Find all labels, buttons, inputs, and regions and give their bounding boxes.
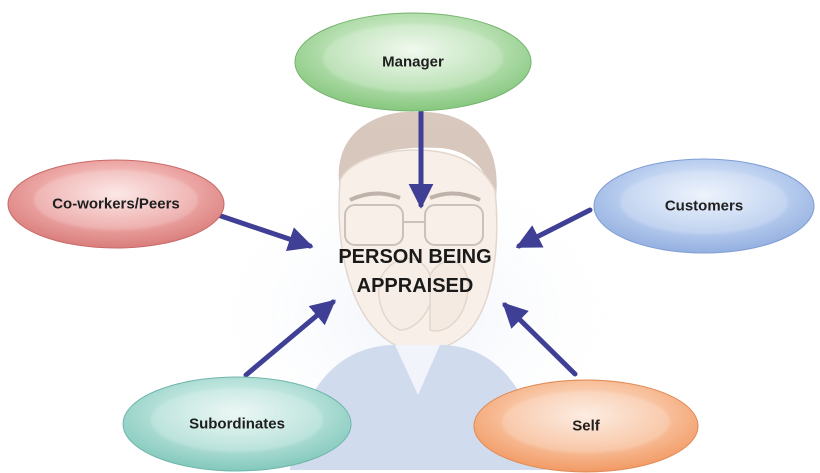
source-label-subordinates: Subordinates [189,415,285,433]
arrow-customers [515,207,593,249]
center-label: PERSON BEING APPRAISED [338,243,491,301]
source-label-self: Self [572,417,600,435]
arrow-self [502,302,578,377]
source-label-coworkers: Co-workers/Peers [52,195,180,213]
center-label-line2: APPRAISED [356,275,474,297]
arrow-coworkers [215,212,314,252]
center-label-line1: PERSON BEING [338,246,492,268]
arrow-subordinates [243,299,336,378]
source-label-manager: Manager [382,53,444,71]
oval-manager [294,12,532,112]
oval-customers [593,158,815,254]
oval-coworkers [7,159,225,249]
arrows [215,97,593,378]
oval-self [473,379,699,473]
source-label-customers: Customers [664,197,744,215]
oval-subordinates [122,376,352,472]
